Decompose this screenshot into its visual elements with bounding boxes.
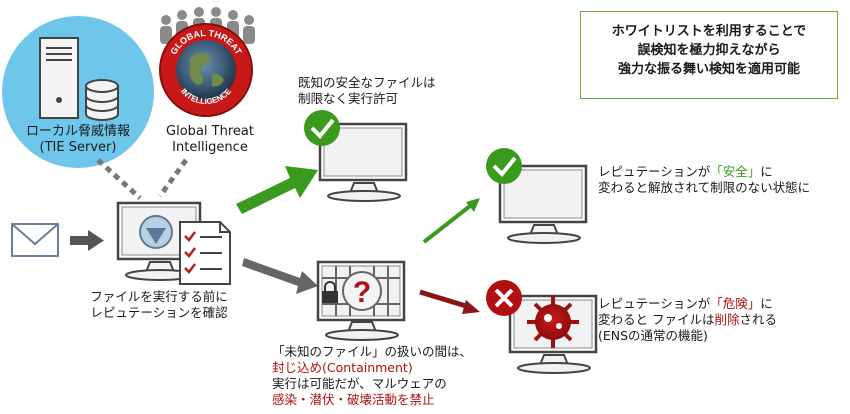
arrow-mail-to-pc (70, 230, 104, 251)
checklist-document-icon (179, 221, 231, 285)
local-intel-label: ローカル脅威情報 (TIE Server) (12, 124, 144, 156)
local-intel-line-2: (TIE Server) (39, 140, 117, 155)
arrow-to-safe (422, 198, 480, 244)
danger-result-line-1: レピュテーションが「危険」に (598, 296, 777, 312)
dotted-connectors (96, 158, 189, 200)
check-icon-safe (486, 148, 522, 184)
danger-result-line-2: 変わると ファイルは削除される (598, 312, 777, 328)
svg-text:INTELLIGENCE: INTELLIGENCE (179, 86, 233, 106)
unknown-file-label: 「未知のファイル」の扱いの間は、 封じ込め(Containment) 実行は可能… (272, 344, 472, 408)
check-before-label: ファイルを実行する前に レピュテーションを確認 (74, 289, 244, 321)
safe-result-line-2: 変わると解放されて制限のない状態に (598, 180, 811, 195)
email-icon (11, 223, 59, 257)
unknown-line-2: 封じ込め(Containment) (272, 360, 413, 375)
safe-result-post: に (760, 164, 773, 179)
check-icon-allowed (304, 110, 340, 146)
svg-text:GLOBAL THREAT: GLOBAL THREAT (168, 28, 244, 57)
error-icon-danger (486, 280, 522, 316)
lock-icon (322, 281, 338, 303)
known-safe-line-1: 既知の安全なファイルは (298, 75, 436, 90)
danger-result-post: に (760, 296, 773, 311)
danger-line2-post: される (739, 312, 778, 327)
server-icon (39, 37, 79, 119)
global-intel-line-2: Intelligence (172, 140, 248, 155)
virus-icon (527, 296, 579, 348)
check-before-line-1: ファイルを実行する前に (90, 289, 228, 304)
local-intel-line-1: ローカル脅威情報 (25, 124, 130, 139)
safe-result-label: レピュテーションが「安全」に 変わると解放されて制限のない状態に (598, 164, 810, 196)
unknown-line-3: 実行は可能だが、マルウェアの (272, 376, 447, 391)
danger-highlight: 「危険」 (710, 296, 761, 311)
arrow-to-allowed (236, 166, 318, 214)
safe-result-line-1: レピュテーションが「安全」に (598, 164, 810, 180)
unknown-line-4: 感染・潜伏・破壊活動を禁止 (272, 392, 435, 407)
callout-line-2: 誤検知を極力抑えながら (637, 43, 781, 58)
containment-monitor (316, 260, 406, 341)
callout-line-3: 強力な振る舞い検知を適用可能 (617, 62, 800, 77)
known-safe-line-2: 制限なく実行許可 (298, 91, 399, 106)
danger-result-line-3: (ENSの通常の機能) (598, 328, 708, 343)
arrow-to-danger (419, 289, 480, 314)
gti-logo-bottom-text: INTELLIGENCE (179, 86, 233, 106)
global-intel-line-1: Global Threat (166, 124, 254, 139)
summary-callout: ホワイトリストを利用することで 誤検知を極力抑えながら 強力な振る舞い検知を適用… (580, 11, 838, 99)
database-icon (85, 79, 119, 121)
callout-line-1: ホワイトリストを利用することで (611, 24, 807, 39)
unknown-line-1: 「未知のファイル」の扱いの間は、 (272, 344, 473, 359)
svg-text:?: ? (353, 276, 371, 309)
safe-result-pre: レピュテーションが (598, 164, 711, 179)
global-intel-label: Global Threat Intelligence (150, 124, 270, 156)
delete-highlight: 削除 (714, 312, 740, 327)
danger-result-label: レピュテーションが「危険」に 変わると ファイルは削除される (ENSの通常の機… (598, 296, 777, 344)
gti-logo-top-text: GLOBAL THREAT (168, 28, 244, 57)
known-safe-label: 既知の安全なファイルは 制限なく実行許可 (298, 75, 436, 107)
gti-logo (159, 7, 255, 117)
check-before-line-2: レピュテーションを確認 (90, 305, 228, 320)
question-icon: ? (353, 276, 371, 309)
danger-line2-pre: 変わると ファイルは (598, 312, 715, 327)
arrow-to-unknown (242, 258, 318, 294)
danger-result-pre: レピュテーションが (598, 296, 711, 311)
safe-highlight: 「安全」 (710, 164, 761, 179)
